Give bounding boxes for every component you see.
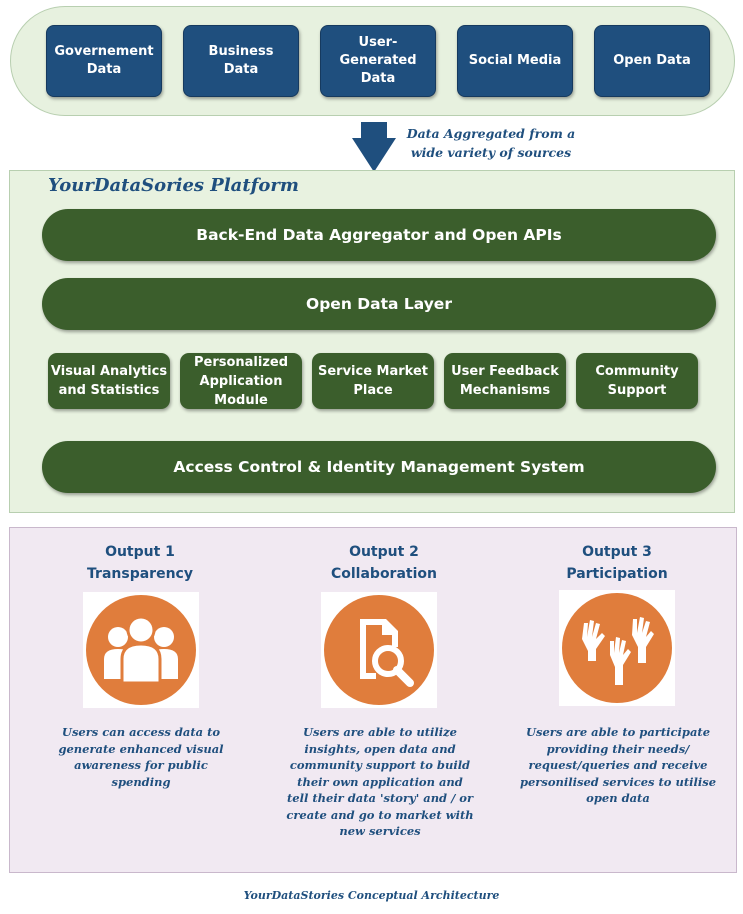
output-3-description: Users are able to participate providing … [519, 725, 717, 805]
output-1-subtitle: Transparency [87, 566, 193, 582]
source-social-media: Social Media [457, 25, 573, 97]
module-user-feedback: User Feedback Mechanisms [444, 353, 566, 409]
access-control-bar: Access Control & Identity Management Sys… [42, 441, 716, 493]
output-3-title: Output 3 [582, 544, 652, 560]
module-community-support: Community Support [576, 353, 698, 409]
output-3-subtitle: Participation [566, 566, 668, 582]
module-personalized-application: Personalized Application Module [180, 353, 302, 409]
source-open-data: Open Data [594, 25, 710, 97]
backend-aggregator-bar: Back-End Data Aggregator and Open APIs [42, 209, 716, 261]
output-1-description: Users can access data to generate enhanc… [58, 725, 224, 789]
output-2-subtitle: Collaboration [330, 566, 437, 582]
output-2-description: Users are able to utilize insights, open… [286, 725, 474, 838]
platform-title: YourDataSories Platform [48, 175, 299, 196]
source-user-generated-data: User-Generated Data [320, 25, 436, 97]
output-2-heading: Output 2 Collaboration [284, 541, 484, 585]
source-government-data: Governement Data [46, 25, 162, 97]
output-1-title: Output 1 [105, 544, 175, 560]
module-visual-analytics: Visual Analytics and Statistics [48, 353, 170, 409]
module-service-market-place: Service Market Place [312, 353, 434, 409]
output-3-heading: Output 3 Participation [517, 541, 717, 585]
document-search-icon [321, 592, 437, 708]
output-1-heading: Output 1 Transparency [40, 541, 240, 585]
raised-hands-icon [559, 590, 675, 706]
down-arrow-icon [352, 122, 396, 172]
people-icon [83, 592, 199, 708]
open-data-layer-bar: Open Data Layer [42, 278, 716, 330]
output-2-title: Output 2 [349, 544, 419, 560]
aggregation-note: Data Aggregated from a wide variety of s… [406, 126, 576, 160]
diagram-caption: YourDataStories Conceptual Architecture [243, 889, 500, 902]
source-business-data: Business Data [183, 25, 299, 97]
